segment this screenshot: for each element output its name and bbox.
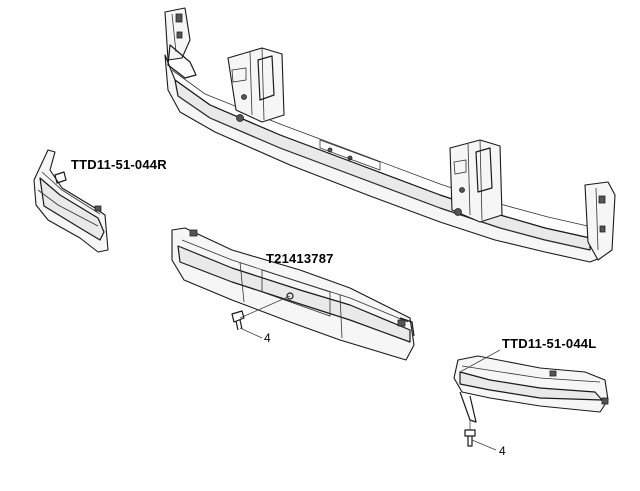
callout-left-corner-bolt: 4 [499, 444, 506, 458]
callout-center-bolt: 4 [264, 331, 271, 345]
left-corner-bolt [464, 420, 497, 451]
label-right-corner-part: TTD11-51-044R [71, 157, 167, 172]
left-corner-cover [453, 355, 609, 423]
label-center-part: T21413787 [266, 251, 334, 266]
label-left-corner-part: TTD11-51-044L [502, 336, 597, 351]
center-bolt [231, 295, 291, 339]
bumper-reinforcement-beam [164, 7, 616, 263]
center-bumper-piece [171, 227, 415, 361]
right-corner-cover [33, 149, 109, 253]
